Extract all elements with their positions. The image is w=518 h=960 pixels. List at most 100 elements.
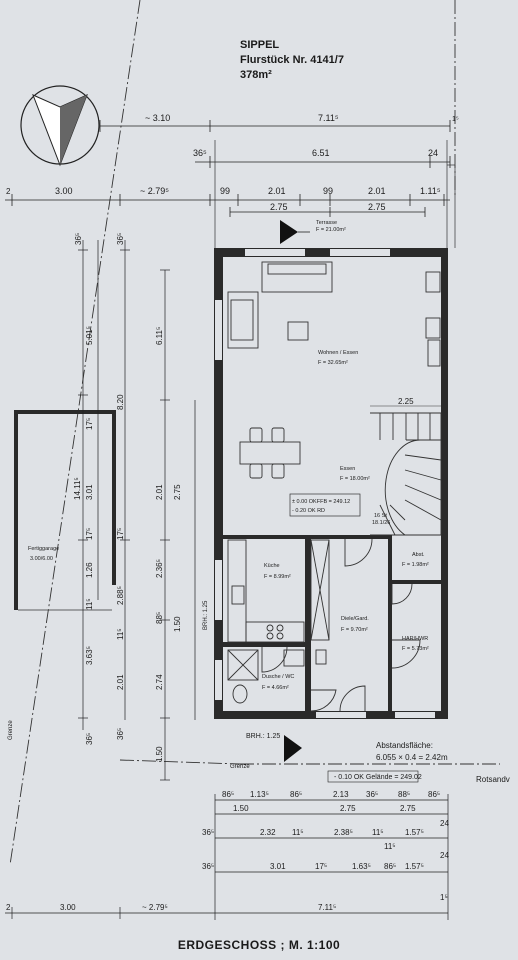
stair-dim: 2.25 [398, 397, 414, 406]
dim-left-t: 2.36⁵ [155, 559, 164, 578]
dim-b4-0: 36⁵ [202, 862, 214, 871]
dim-row3-c: 99 [220, 186, 230, 196]
dim-b5-0: 2 [6, 903, 11, 912]
dim-row3-f: 2.01 [368, 186, 386, 196]
dim-top-right: 7.11⁵ [318, 113, 339, 123]
dim-b3-4: 11⁵ [372, 828, 384, 837]
property-boundary [9, 0, 500, 866]
dim-left-m: 14.11⁵ [73, 477, 82, 500]
kitchen-name: Küche [264, 563, 280, 569]
owner-name: SIPPEL [240, 39, 280, 51]
plan-header: SIPPEL Flurstück Nr. 4141/7 378m² [240, 38, 344, 83]
dim-b3-2: 11⁵ [292, 828, 304, 837]
furniture [227, 261, 442, 712]
brh-side: BRH.: 1.25 [203, 600, 209, 630]
dim-b1-1: 1.13⁵ [250, 790, 269, 799]
utility-area: F = 5.73m² [402, 646, 429, 652]
dining-name: Essen [340, 466, 355, 472]
plan-title: ERDGESCHOSS ; M. 1:100 [177, 938, 341, 952]
dim-left-j: 11⁵ [85, 598, 94, 610]
stair-ratio: 18.1/26 [372, 520, 390, 526]
ground-level: - 0.10 OK Gelände = 249.02 [334, 774, 422, 781]
utility-name: HAR/HWR [402, 636, 428, 642]
dim-left-g: 3.01 [85, 484, 94, 500]
setback-label: Abstandsfläche: [376, 741, 433, 750]
parcel-number: Flurstück Nr. 4141/7 [240, 54, 344, 66]
dim-row3-e: 99 [323, 186, 333, 196]
dim-left-w: 1.50 [155, 746, 164, 762]
terrace-area: F = 21.00m² [316, 227, 346, 233]
dim-b5-4: 1⁵ [440, 893, 448, 902]
dim-b4-3: 1.63⁵ [352, 862, 371, 871]
dim-row4-b: 2.75 [368, 202, 386, 212]
brh-front: BRH.: 1.25 [246, 733, 280, 740]
grenze-left: Grenze [8, 720, 14, 740]
dim-left-f: 17⁵ [85, 418, 94, 430]
dim-left-o: 2.88⁵ [116, 586, 125, 605]
dim-left-d: 6.11⁵ [155, 327, 164, 345]
garage-name: Fertiggarage [28, 546, 59, 552]
dim-b4-5: 1.57⁵ [405, 862, 424, 871]
north-arrow-icon [20, 85, 100, 167]
dim-row3-g: 1.11⁵ [420, 186, 441, 196]
top-dimensions [5, 120, 451, 217]
road-label: Rotsandv [476, 775, 510, 784]
dim-b2-1: 2.75 [340, 804, 356, 813]
dim-left-v: 2.74 [155, 674, 164, 690]
dim-b1-4: 36⁵ [366, 790, 378, 799]
dim-row2-right: 24 [428, 148, 438, 158]
dim-b5-2: ~ 2.79⁵ [142, 903, 168, 912]
terrace-outline [214, 140, 456, 248]
dim-left-p: 11⁵ [116, 628, 125, 640]
level-okrd: - 0.20 OK RD [292, 508, 325, 514]
dim-b3-5: 1.57⁵ [405, 828, 424, 837]
dining-area: F = 18.00m² [340, 476, 370, 482]
dim-row4-a: 2.75 [270, 202, 288, 212]
storage-name: Abst. [412, 552, 425, 558]
dim-row3-d: 2.01 [268, 186, 286, 196]
section-arrow-top-icon [280, 220, 298, 244]
dim-b3-0: 36⁵ [202, 828, 214, 837]
dim-left-i: 1.26 [85, 562, 94, 578]
left-dimensions [78, 240, 196, 781]
dim-left-r: 36⁵ [116, 728, 125, 740]
dim-left-e: 8.20 [116, 394, 125, 410]
setback-calc: 6.055 × 0.4 = 2.42m [376, 753, 448, 762]
dim-left-x: 2.75 [173, 484, 182, 500]
kitchen-area: F = 8.99m² [264, 574, 291, 580]
dim-b4-4: 86⁵ [384, 862, 396, 871]
dim-left-h: 17⁵ [85, 528, 94, 540]
dim-left-l: 36⁵ [85, 733, 94, 745]
storage-area: F = 1.98m² [402, 562, 429, 568]
dim-b2-2: 2.75 [400, 804, 416, 813]
level-okffb: ± 0.00 OKFFB = 249.12 [292, 499, 350, 505]
dim-top-left: ~ 3.10 [145, 113, 170, 123]
dim-left-u: 88⁵ [155, 612, 164, 624]
dim-b1-2: 86⁵ [290, 790, 302, 799]
dim-left-k: 3.63⁵ [85, 646, 94, 665]
dim-left-c: 36⁵ [116, 233, 125, 245]
dim-b4-6: 24 [440, 851, 449, 860]
dim-b5-1: 3.00 [60, 903, 76, 912]
dim-row3-a: 3.00 [55, 186, 73, 196]
dim-left-s: 2.01 [155, 484, 164, 500]
bath-area: F = 4.66m² [262, 685, 289, 691]
hall-area: F = 9.70m² [341, 627, 368, 633]
dim-row3-num: 2 [6, 187, 11, 196]
dim-b2-0: 1.50 [233, 804, 249, 813]
dim-b3-3: 2.38⁵ [334, 828, 353, 837]
dim-b3-6: 24 [440, 819, 449, 828]
living-area: F = 32.65m² [318, 360, 348, 366]
dim-b4-2: 17⁵ [315, 862, 327, 871]
section-arrow-bottom-icon [284, 735, 302, 762]
dim-b1-0: 86⁵ [222, 790, 234, 799]
garage [14, 410, 116, 610]
terrace-name: Terrasse [316, 220, 337, 226]
dim-b1-6: 86⁵ [428, 790, 440, 799]
stair-count: 16 St [374, 513, 387, 519]
dim-b3b: 11⁵ [384, 842, 396, 851]
garage-size: 3.00/6.00 [30, 556, 53, 562]
dim-row3-b: ~ 2.79⁵ [140, 186, 169, 196]
dim-row2-mid: 6.51 [312, 148, 330, 158]
